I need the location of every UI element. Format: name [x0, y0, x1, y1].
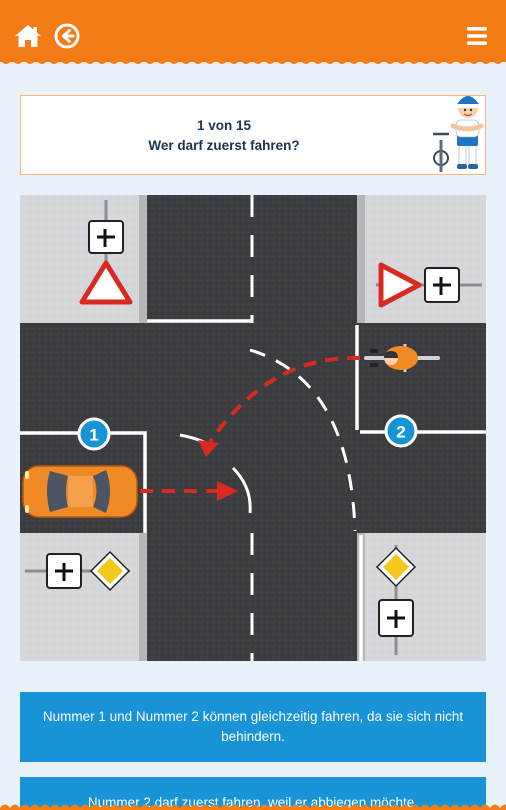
home-button[interactable]	[12, 20, 44, 52]
intersection-scene: 1 2	[20, 195, 486, 661]
cyclist-mascot-icon	[433, 96, 484, 172]
app-header	[0, 0, 506, 62]
svg-text:2: 2	[396, 423, 405, 442]
car-vehicle-1	[22, 465, 138, 518]
priority-road-sign-icon	[25, 550, 131, 592]
question-counter: 1 von 15	[196, 118, 252, 133]
svg-text:1: 1	[89, 426, 98, 445]
yield-sign-icon	[79, 200, 133, 305]
back-button[interactable]	[51, 20, 83, 52]
vehicle-marker-1: 1	[77, 417, 111, 451]
yield-sign-icon	[376, 262, 482, 308]
vehicle-marker-2: 2	[384, 414, 418, 448]
home-icon	[15, 25, 41, 47]
question-card: 1 von 15 Wer darf zuerst fahren?	[20, 95, 486, 175]
hamburger-menu-icon	[467, 27, 487, 45]
back-arrow-icon	[54, 23, 80, 49]
answer-option-1[interactable]: Nummer 1 und Nummer 2 können gleichzeiti…	[20, 692, 486, 762]
menu-button[interactable]	[461, 20, 493, 52]
header-scallop-edge	[0, 58, 506, 68]
priority-road-sign-icon	[375, 545, 417, 655]
path-vehicle-2	[208, 355, 361, 444]
question-text: Wer darf zuerst fahren?	[148, 138, 300, 153]
footer-scallop-edge	[0, 801, 506, 810]
cyclist-vehicle-2	[364, 344, 440, 372]
answer-option-1-label: Nummer 1 und Nummer 2 können gleichzeiti…	[42, 709, 464, 744]
